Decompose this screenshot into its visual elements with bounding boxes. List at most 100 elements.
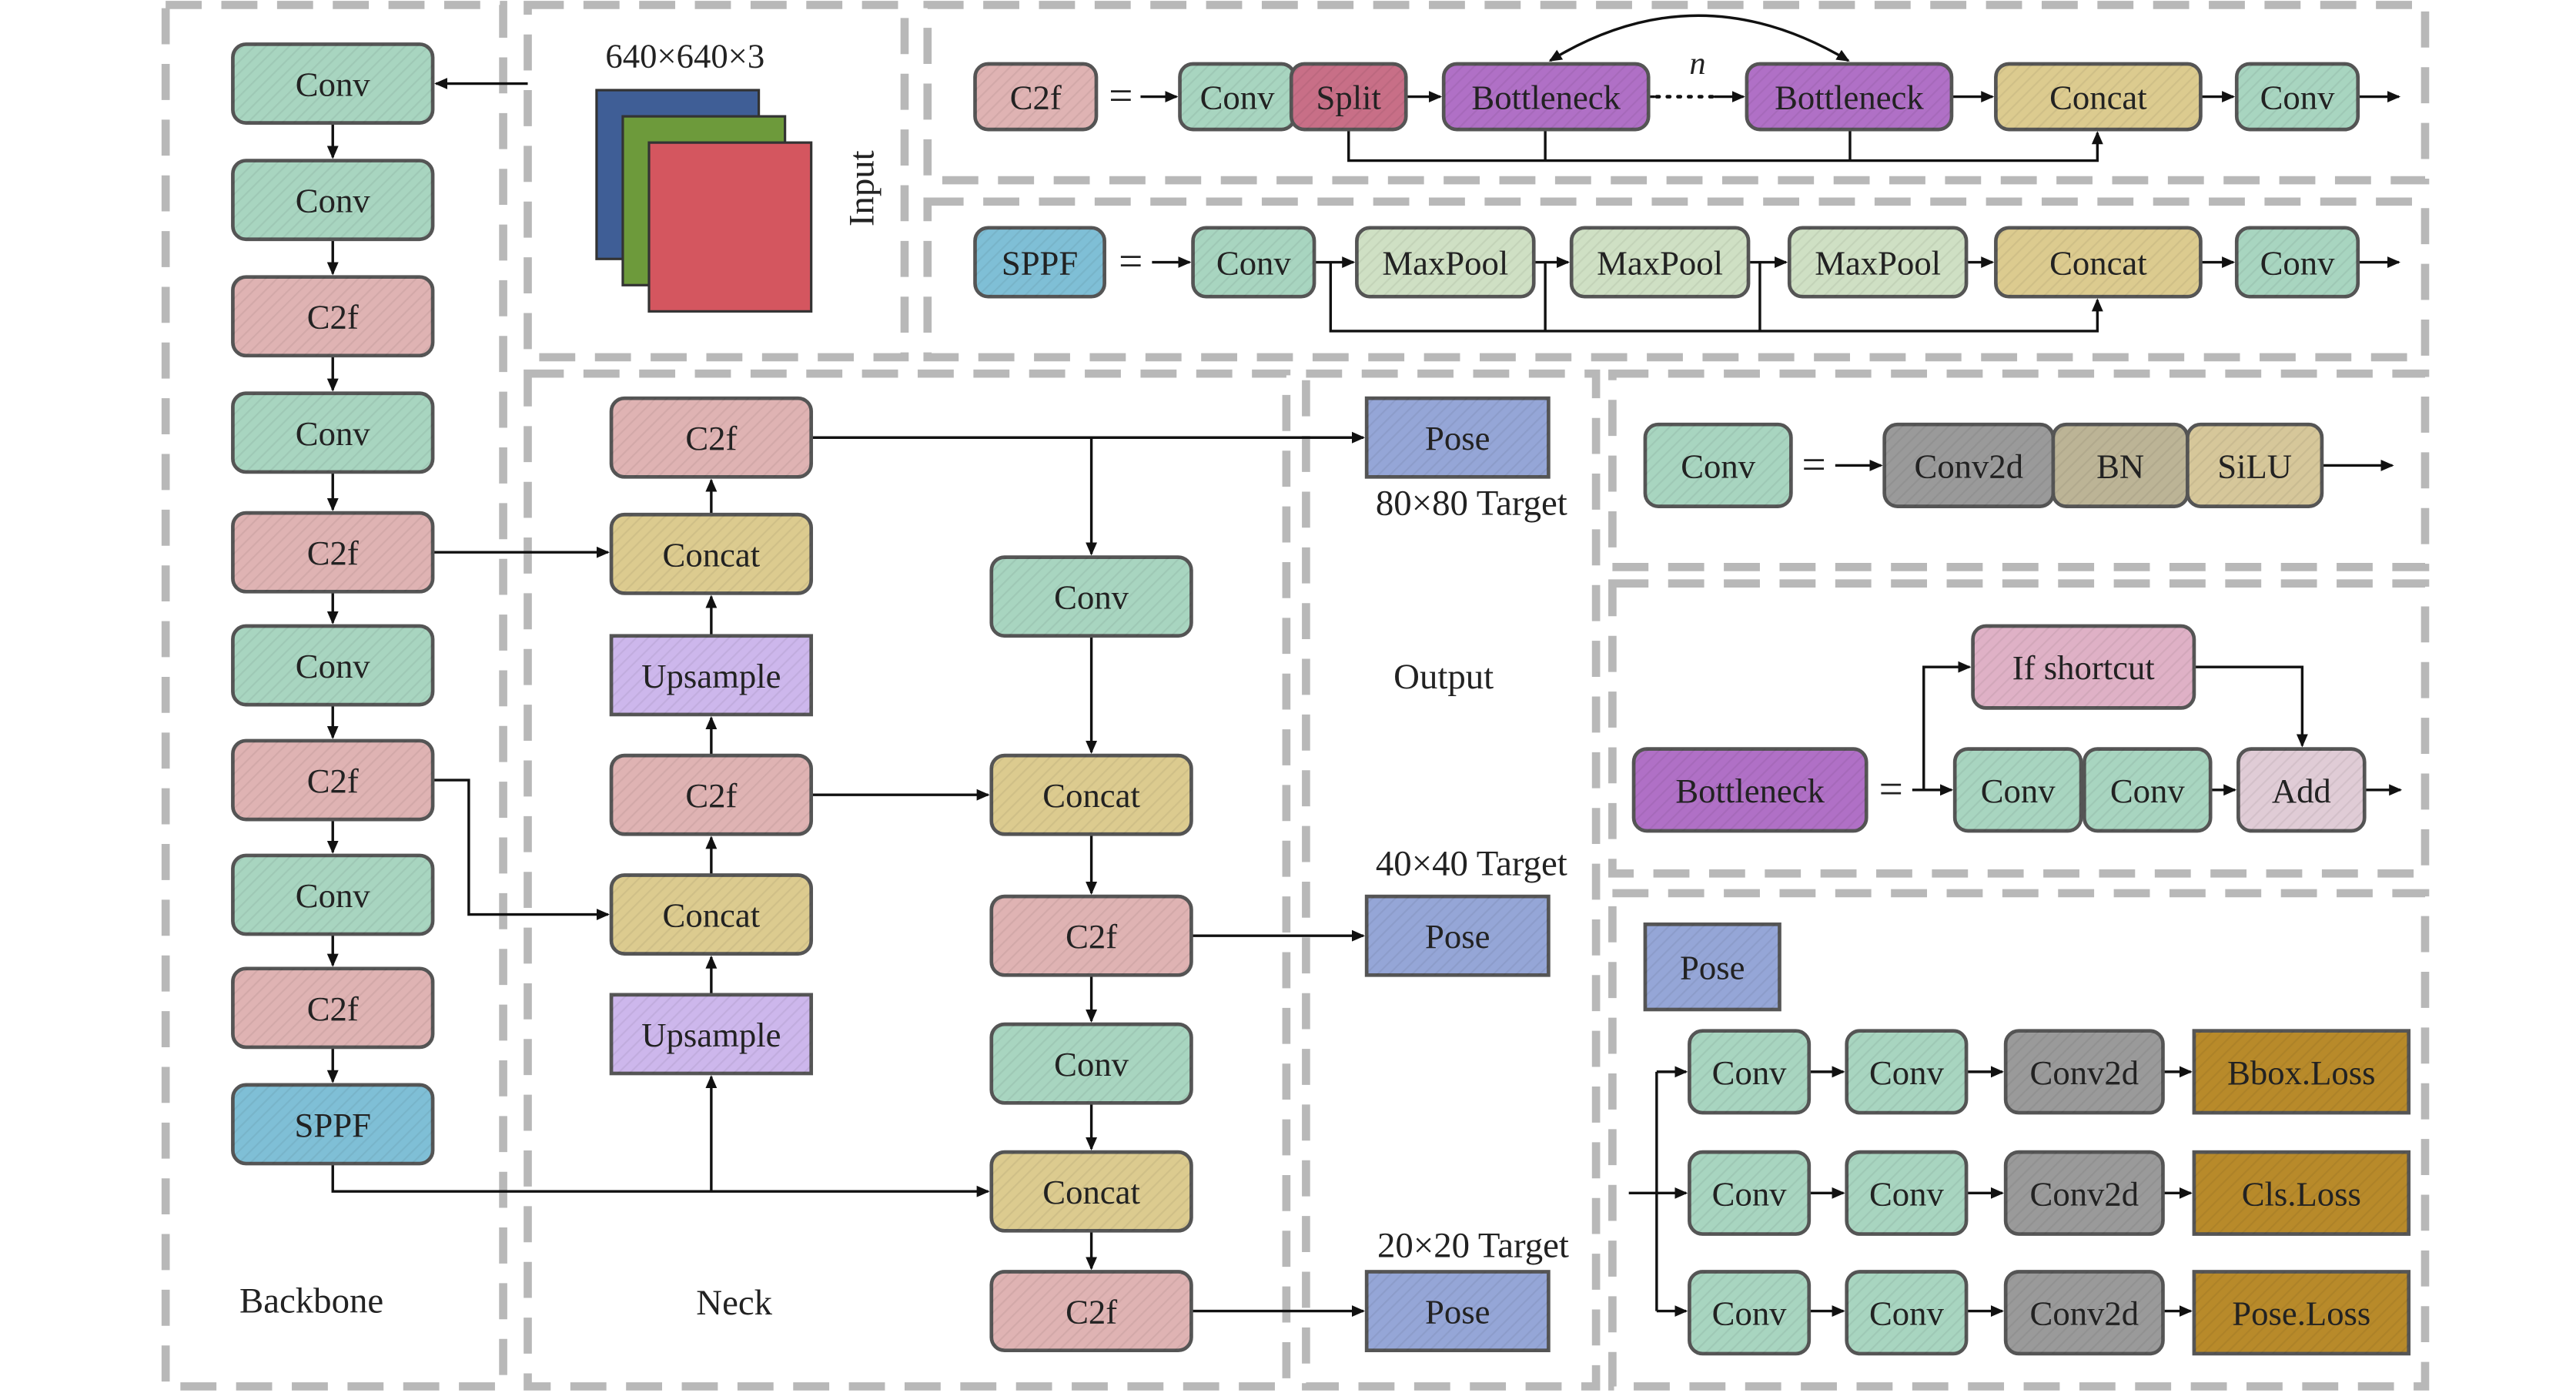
backbone-conv-1-label: Conv [296,65,370,104]
output-section-label: Output [1393,657,1494,697]
repeat-curve-arrow [1548,14,1850,62]
pose-detail-bbox-loss-texture [2193,1030,2409,1113]
equals-conv: = [1802,440,1826,487]
bottleneck-detail-region [1608,579,2430,878]
pose-detail-conv-b2: Conv [1845,1150,1969,1236]
neck-concat-4-texture [991,1152,1192,1231]
c2f-detail-label-texture [975,64,1096,130]
neck-concat-2: Concat [609,873,814,956]
pose-detail-conv-a1: Conv [1688,1029,1812,1115]
neck-conv-2-label: Conv [1054,1045,1129,1083]
conv-detail-silu: SiLU [2186,422,2324,508]
pose-head-80-texture [1367,398,1549,477]
pose-detail-conv-c1-label: Conv [1712,1294,1787,1333]
pose-detail-label-label: Pose [1680,949,1745,987]
backbone-c2f-4-texture [233,968,433,1047]
pose-detail-cls-loss: Cls.Loss [2192,1150,2411,1236]
bottleneck-detail-label: Bottleneck [1631,747,1868,833]
pose-detail-conv2d-c-label: Conv2d [2030,1294,2139,1333]
c2f-detail-bottleneck-2: Bottleneck [1745,62,1954,132]
sppf-detail-conv-label: Conv [1216,243,1291,282]
wire-bn-shortcut-to-add [2193,665,2308,748]
sppf-detail-conv-out: Conv [2234,226,2360,299]
bottleneck-detail-add: Add [2236,747,2367,833]
backbone-conv-1-texture [233,44,433,123]
pose-detail-conv-c2-texture [1846,1271,1967,1354]
pose-detail-conv-c1: Conv [1688,1270,1812,1356]
neck-concat-4-label: Concat [1042,1173,1140,1211]
sppf-detail-maxpool-1-label: MaxPool [1382,243,1508,282]
neck-conv-1: Conv [989,555,1193,638]
backbone-conv-1: Conv [231,42,435,125]
conv-detail-silu-texture [2187,424,2322,507]
c2f-detail-split: Split [1289,62,1408,132]
neck-concat-3: Concat [989,753,1193,836]
neck-concat-2-label: Concat [663,896,761,935]
backbone-region [161,1,507,1391]
backbone-conv-5: Conv [231,853,435,936]
c2f-detail-bottleneck-1: Bottleneck [1441,62,1651,132]
neck-c2f-mid-label: C2f [685,776,737,815]
neck-section-label: Neck [696,1283,772,1323]
pose-detail-conv-b2-label: Conv [1869,1174,1944,1213]
conv-detail-label-texture [1644,424,1791,507]
sppf-detail-maxpool-1-texture [1357,227,1534,297]
labels: 640×640×3 Input Backbone Neck Output 80×… [239,36,1903,1323]
backbone-c2f-1-texture [233,276,433,356]
neck-conv-1-texture [991,557,1192,636]
neck-concat-1-label: Concat [663,535,761,574]
pose-detail-conv-b2-texture [1846,1152,1967,1234]
backbone-conv-2-label: Conv [296,182,370,220]
c2f-detail-conv-out-label: Conv [2260,79,2335,117]
pose-detail-label-texture [1644,924,1780,1010]
backbone-c2f-1: C2f [231,275,435,358]
backbone-conv-2: Conv [231,159,435,242]
conv-detail-silu-label: SiLU [2217,447,2292,485]
pose-detail-conv-c2-label: Conv [1869,1294,1944,1333]
sppf-detail-label-label: SPPF [1002,243,1078,282]
pose-detail-pose-loss-texture [2193,1271,2409,1354]
sppf-detail-label: SPPF [973,226,1106,299]
backbone-conv-3-texture [233,393,433,472]
neck-c2f-2-texture [991,896,1192,976]
c2f-detail-concat-texture [1996,64,2201,130]
neck-c2f-3: C2f [989,1270,1193,1353]
wire-c2f3-to-concat2 [433,779,610,921]
blocks: ConvConvC2fConvC2fConvC2fConvC2fSPPFC2fC… [231,42,2411,1356]
bottleneck-detail-add-label: Add [2272,772,2331,810]
c2f-detail-bottleneck-1-texture [1444,64,1649,130]
backbone-c2f-2: C2f [231,511,435,594]
neck-c2f-top: C2f [609,396,814,479]
pose-detail-conv-a2: Conv [1845,1029,1969,1115]
backbone-conv-5-texture [233,855,433,935]
c2f-detail-concat: Concat [1994,62,2203,132]
neck-concat-3-texture [991,755,1192,835]
neck-c2f-mid: C2f [609,753,814,836]
pose-head-20-label: Pose [1425,1293,1490,1331]
backbone-section-label: Backbone [239,1281,383,1321]
pose-detail-conv2d-c-texture [2006,1271,2163,1354]
sppf-detail-conv-texture [1193,227,1315,297]
bottleneck-detail-conv-1: Conv [1952,747,2083,833]
pose-detail-conv-b1-label: Conv [1712,1174,1787,1213]
backbone-c2f-3-label: C2f [307,762,359,800]
backbone-conv-4-texture [233,625,433,705]
neck-concat-3-label: Concat [1042,776,1140,815]
wire-c2f-skip [1347,129,2103,162]
backbone-conv-4: Conv [231,624,435,707]
c2f-detail-label: C2f [973,62,1099,132]
equals-bottleneck: = [1879,765,1903,812]
backbone-sppf-label: SPPF [295,1106,371,1144]
conv-detail-conv2d-texture [1884,424,2053,507]
pose-detail-conv2d-b: Conv2d [2003,1150,2165,1236]
sppf-detail-conv-out-label: Conv [2260,243,2335,282]
neck-upsample-2: Upsample [609,993,814,1076]
neck-concat-1-texture [611,514,811,594]
backbone-c2f-3-texture [233,740,433,820]
pose-head-20-texture [1367,1271,1549,1351]
neck-c2f-top-texture [611,398,811,477]
neck-upsample-1-label: Upsample [641,657,781,695]
conv-detail-conv2d-label: Conv2d [1915,447,2024,485]
c2f-detail-bottleneck-2-label: Bottleneck [1775,79,1924,117]
